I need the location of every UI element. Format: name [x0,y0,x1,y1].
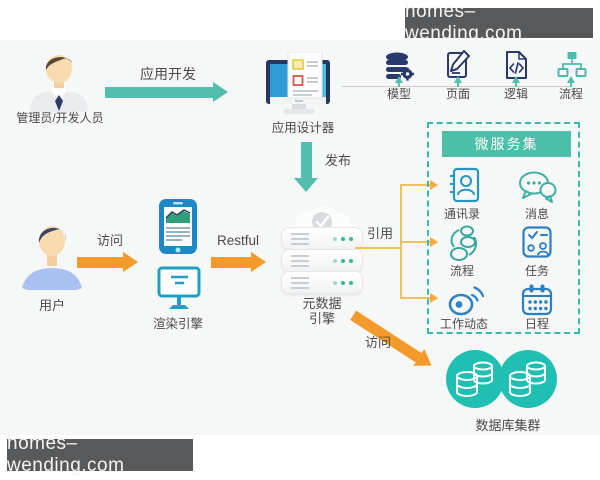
db-cluster-label: 数据库集群 [475,418,541,433]
artifact-connector-line [342,86,570,87]
reference-line-main [355,247,400,249]
weibo-icon [448,286,484,316]
microservices-box [427,122,580,334]
microservice-task-label: 任务 [524,264,549,278]
reference-arrowhead [430,180,438,190]
artifact-up-arrow [512,76,520,87]
user-label: 用户 [38,298,65,313]
artifact-model-label: 模型 [386,87,411,101]
metadata-engine-server-tier [281,271,363,294]
db-stack-icon [456,361,493,397]
reference-branch-contacts [400,184,430,186]
render-engine-monitor-icon [157,266,201,309]
reference-branch-process [400,241,430,243]
reference-arrowhead [430,237,438,247]
metadata-engine-label-line1: 元数据 [302,296,342,311]
workflow-loop-icon [450,225,478,261]
mobile-phone-icon [159,199,197,254]
reference-label: 引用 [366,226,393,241]
app-designer-label: 应用设计器 [271,121,335,135]
microservice-work-updates-label: 工作动态 [439,317,488,331]
address-book-icon [450,167,480,203]
microservices-title: 微服务集 [442,131,571,157]
restful-arrow [211,252,266,272]
metadata-engine-server-tier [281,249,363,272]
db-access-arrow-label: 访问 [364,335,391,350]
metadata-engine-server-tier [281,227,363,250]
code-document-icon [506,51,527,79]
calendar-icon [521,284,553,316]
render-engine-label: 渲染引擎 [152,317,203,331]
artifact-logic-label: 逻辑 [503,87,528,101]
reference-arrowhead [430,293,438,303]
microservice-calendar-label: 日程 [524,317,549,331]
artifact-process-label: 流程 [558,87,583,101]
task-checklist-icon [522,226,552,258]
user-avatar-icon [22,226,82,290]
user-access-arrow [77,252,138,272]
admin-avatar-icon [30,55,88,112]
admin-label: 管理员/开发人员 [16,111,104,125]
publish-arrow-label: 发布 [324,153,351,168]
watermark-top: homes–wending.com [405,1,593,44]
microservices-title-text: 微服务集 [474,136,539,152]
metadata-engine-label-line2: 引擎 [308,310,335,326]
microservice-contacts-label: 通讯录 [443,207,480,221]
microservice-process-label: 流程 [449,264,474,278]
restful-arrow-label: Restful [216,233,260,248]
publish-arrow [294,142,318,192]
metadata-engine-label: 元数据 引擎 [280,296,364,327]
chat-bubbles-icon [519,171,557,203]
artifact-up-arrow [567,76,575,87]
watermark-top-text: homes–wending.com [405,1,523,44]
user-access-arrow-label: 访问 [96,233,123,248]
artifact-page-label: 页面 [445,87,470,101]
page-pencil-icon [447,50,470,78]
microservice-message-label: 消息 [524,207,549,221]
reference-branch-updates [400,297,430,299]
watermark-bottom: homes–wending.com [7,433,193,476]
app-designer-icon [266,52,330,114]
artifact-up-arrow [454,76,462,87]
database-gear-icon [386,52,414,81]
flowchart-icon [557,52,587,77]
app-dev-arrow [105,82,228,102]
watermark-bottom-text: homes–wending.com [7,433,125,476]
db-stack-icon [509,361,546,397]
artifact-up-arrow [395,76,403,87]
app-dev-arrow-label: 应用开发 [140,66,196,82]
